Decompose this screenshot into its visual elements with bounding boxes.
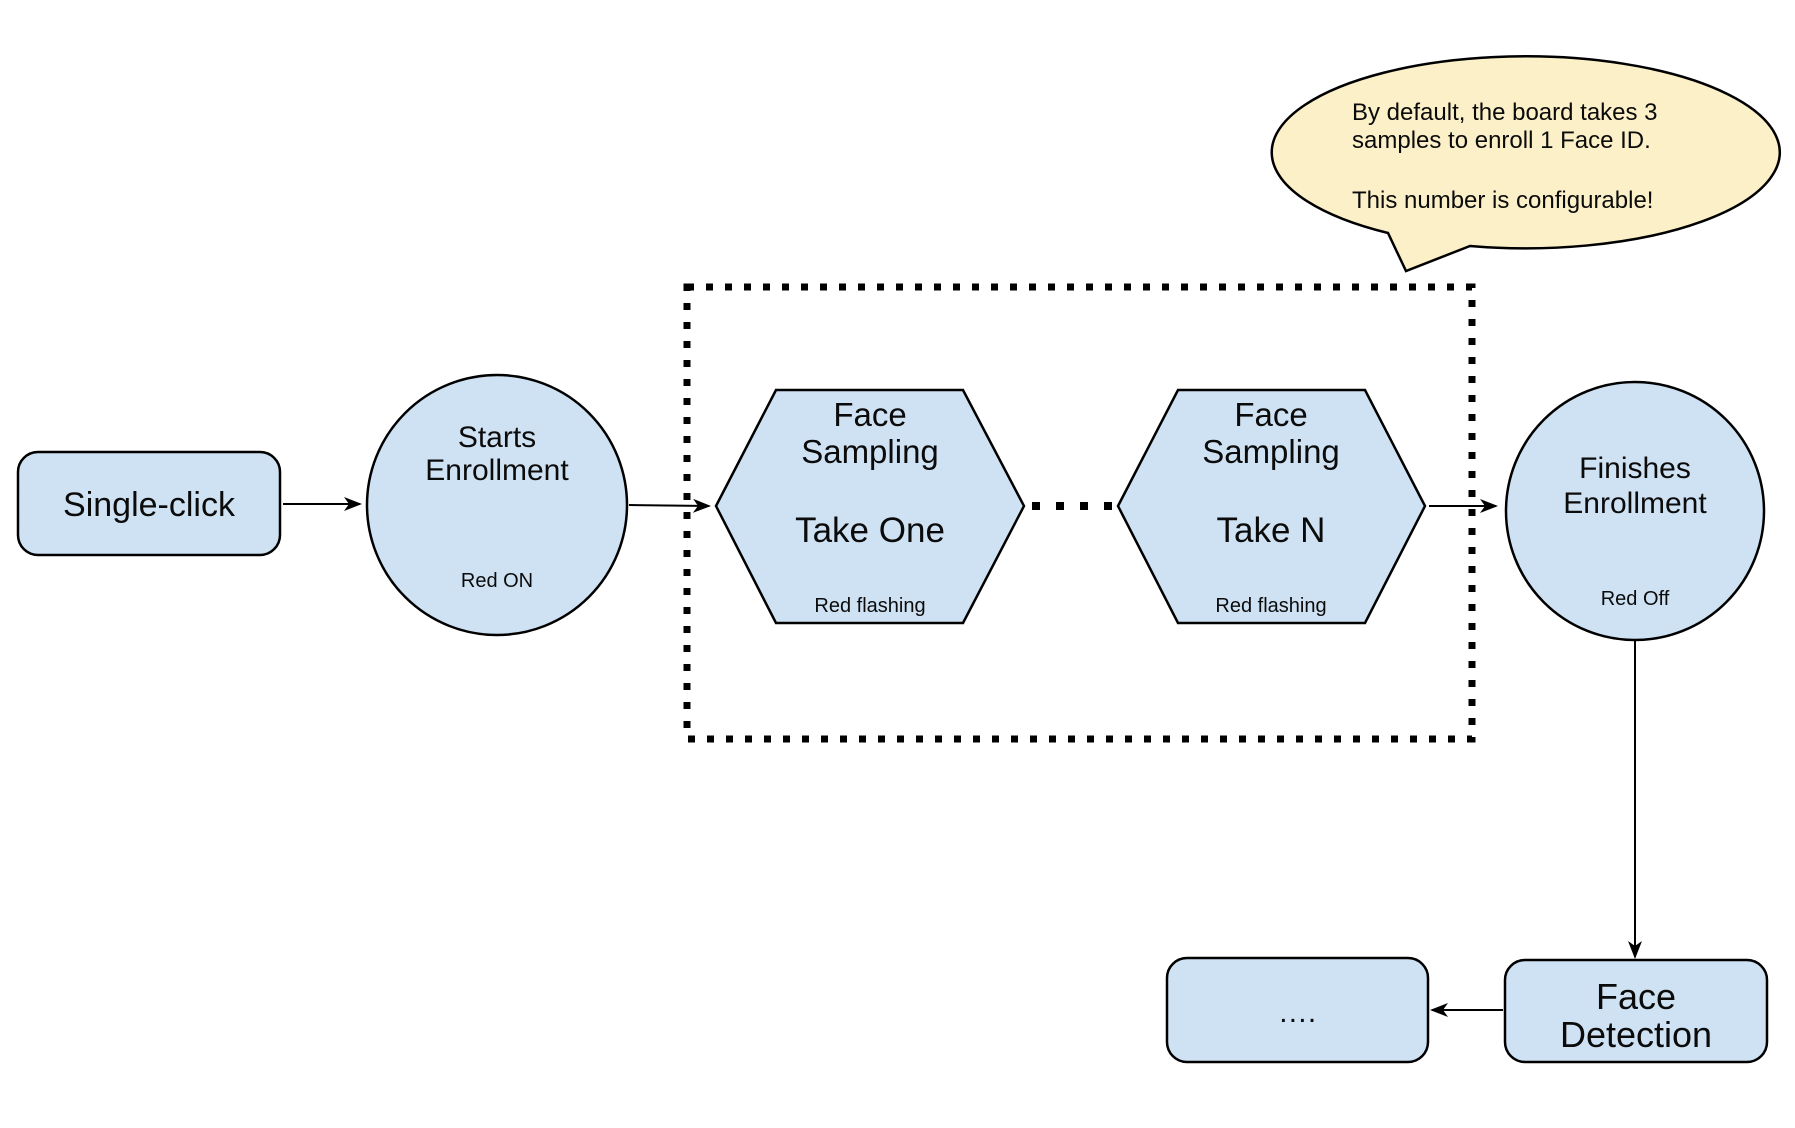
face-sampling-take-n-node: Face Sampling Take N Red flashing: [1116, 388, 1427, 625]
callout-line-2: samples to enroll 1 Face ID.: [1352, 127, 1651, 154]
sampling-loop-boundary: [683, 283, 1476, 743]
face-sampling-take-one-title-line1: Face: [833, 396, 906, 433]
starts-enrollment-shape: [365, 373, 629, 637]
starts-enrollment-node: Starts Enrollment Red ON: [365, 373, 629, 637]
face-sampling-take-n-step: Take N: [1217, 511, 1326, 550]
face-detection-node: Face Detection: [1503, 958, 1769, 1064]
callout-line-3: This number is configurable!: [1352, 187, 1653, 214]
finishes-enrollment-node: Finishes Enrollment Red Off: [1504, 380, 1766, 642]
face-sampling-take-one-shape: [714, 388, 1026, 625]
finishes-enrollment-shape: [1504, 380, 1766, 642]
face-detection-label-line2: Detection: [1560, 1014, 1712, 1055]
face-sampling-take-one-title-line2: Sampling: [801, 433, 939, 470]
face-sampling-take-one-node: Face Sampling Take One Red flashing: [714, 388, 1026, 625]
finishes-enrollment-title-line2: Enrollment: [1563, 487, 1707, 520]
face-detection-label-line1: Face: [1596, 976, 1676, 1017]
continuation-node: ….: [1165, 956, 1430, 1064]
callout-bubble-shape: [1270, 55, 1781, 273]
face-sampling-take-one-step: Take One: [795, 511, 945, 550]
starts-enrollment-status: Red ON: [461, 570, 533, 592]
continuation-shape: [1165, 956, 1430, 1064]
edge-starts-to-sampling: [628, 498, 711, 513]
face-detection-shape: [1503, 958, 1769, 1064]
single-click-label: Single-click: [63, 486, 236, 524]
starts-enrollment-title-line2: Enrollment: [425, 454, 569, 487]
finishes-enrollment-status: Red Off: [1601, 588, 1670, 610]
continuation-label: ….: [1278, 996, 1316, 1029]
face-sampling-take-n-title-line2: Sampling: [1202, 433, 1340, 470]
face-sampling-take-n-title-line1: Face: [1234, 396, 1307, 433]
face-sampling-take-n-shape: [1116, 388, 1427, 625]
finishes-enrollment-title-line1: Finishes: [1579, 452, 1691, 485]
single-click-node: Single-click: [16, 450, 282, 557]
face-sampling-take-n-status: Red flashing: [1215, 595, 1326, 617]
starts-enrollment-title-line1: Starts: [458, 421, 536, 454]
single-click-shape: [16, 450, 282, 557]
callout-bubble: By default, the board takes 3 samples to…: [1270, 55, 1781, 273]
face-sampling-take-one-status: Red flashing: [814, 595, 925, 617]
callout-line-1: By default, the board takes 3: [1352, 99, 1658, 126]
